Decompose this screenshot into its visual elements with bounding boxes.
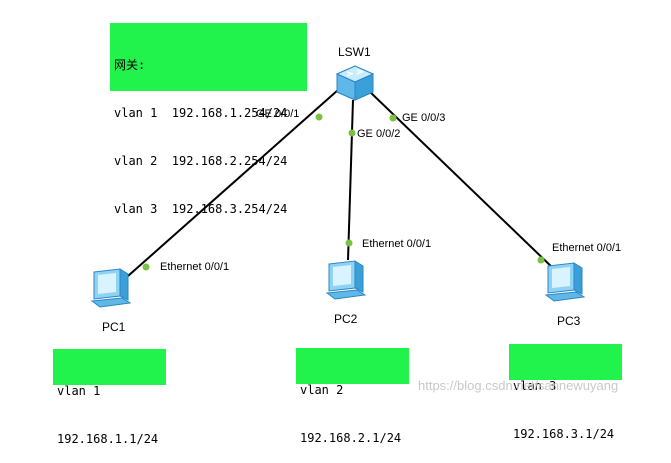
switch-lsw1[interactable] (333, 62, 377, 108)
gateway-note-title: 网关: (114, 58, 146, 72)
gateway-note: 网关: vlan 1 192.168.1.254/24 vlan 2 192.1… (110, 23, 307, 216)
pc1-note: vlan 1 192.168.1.1/24 (53, 349, 166, 446)
topology-links (127, 89, 556, 277)
pc3-ip: 192.168.3.1/24 (513, 427, 615, 441)
watermark: https://blog.csdn.net/sannewuyang (418, 378, 619, 393)
pc2-label: PC2 (334, 312, 358, 326)
port-dot-pc1-eth (142, 263, 150, 271)
pc3-device[interactable] (542, 262, 588, 310)
pc-icon (544, 262, 586, 302)
pc1-ip: 192.168.1.1/24 (57, 432, 159, 446)
gateway-note-line-1: vlan 1 192.168.1.254/24 (114, 106, 288, 120)
pc-icon (90, 268, 132, 308)
pc2-note: vlan 2 192.168.2.1/24 (296, 348, 409, 445)
gateway-note-line-2: vlan 2 192.168.2.254/24 (114, 154, 288, 168)
port-dot-ge002 (348, 129, 356, 137)
pc2-ip: 192.168.2.1/24 (300, 431, 402, 445)
switch-icon (335, 65, 375, 101)
port-dot-ge001 (315, 113, 323, 121)
port-label-pc1-eth: Ethernet 0/0/1 (160, 261, 230, 273)
port-label-ge001: GE 0/0/1 (256, 108, 300, 120)
port-label-ge003: GE 0/0/3 (402, 112, 446, 124)
pc-icon (325, 260, 367, 300)
port-label-ge002: GE 0/0/2 (357, 128, 401, 140)
link-lsw1-pc1 (127, 89, 339, 277)
pc3-vlan: vlan 3 (513, 379, 557, 393)
gateway-note-line-3: vlan 3 192.168.3.254/24 (114, 202, 288, 216)
pc3-label: PC3 (557, 314, 581, 328)
pc3-note: vlan 3 192.168.3.1/24 (509, 344, 622, 441)
port-label-pc2-eth: Ethernet 0/0/1 (362, 238, 432, 250)
pc1-vlan: vlan 1 (57, 384, 101, 398)
port-label-pc3-eth: Ethernet 0/0/1 (552, 242, 622, 254)
port-dot-pc3-eth (537, 256, 545, 264)
switch-label: LSW1 (338, 45, 371, 59)
pc1-device[interactable] (88, 268, 134, 316)
pc2-vlan: vlan 2 (300, 383, 344, 397)
pc1-label: PC1 (102, 320, 126, 334)
link-lsw1-pc2 (347, 99, 354, 261)
port-dot-ge003 (389, 114, 397, 122)
link-lsw1-pc3 (367, 89, 556, 271)
pc2-device[interactable] (323, 260, 369, 308)
port-dot-pc2-eth (345, 239, 353, 247)
